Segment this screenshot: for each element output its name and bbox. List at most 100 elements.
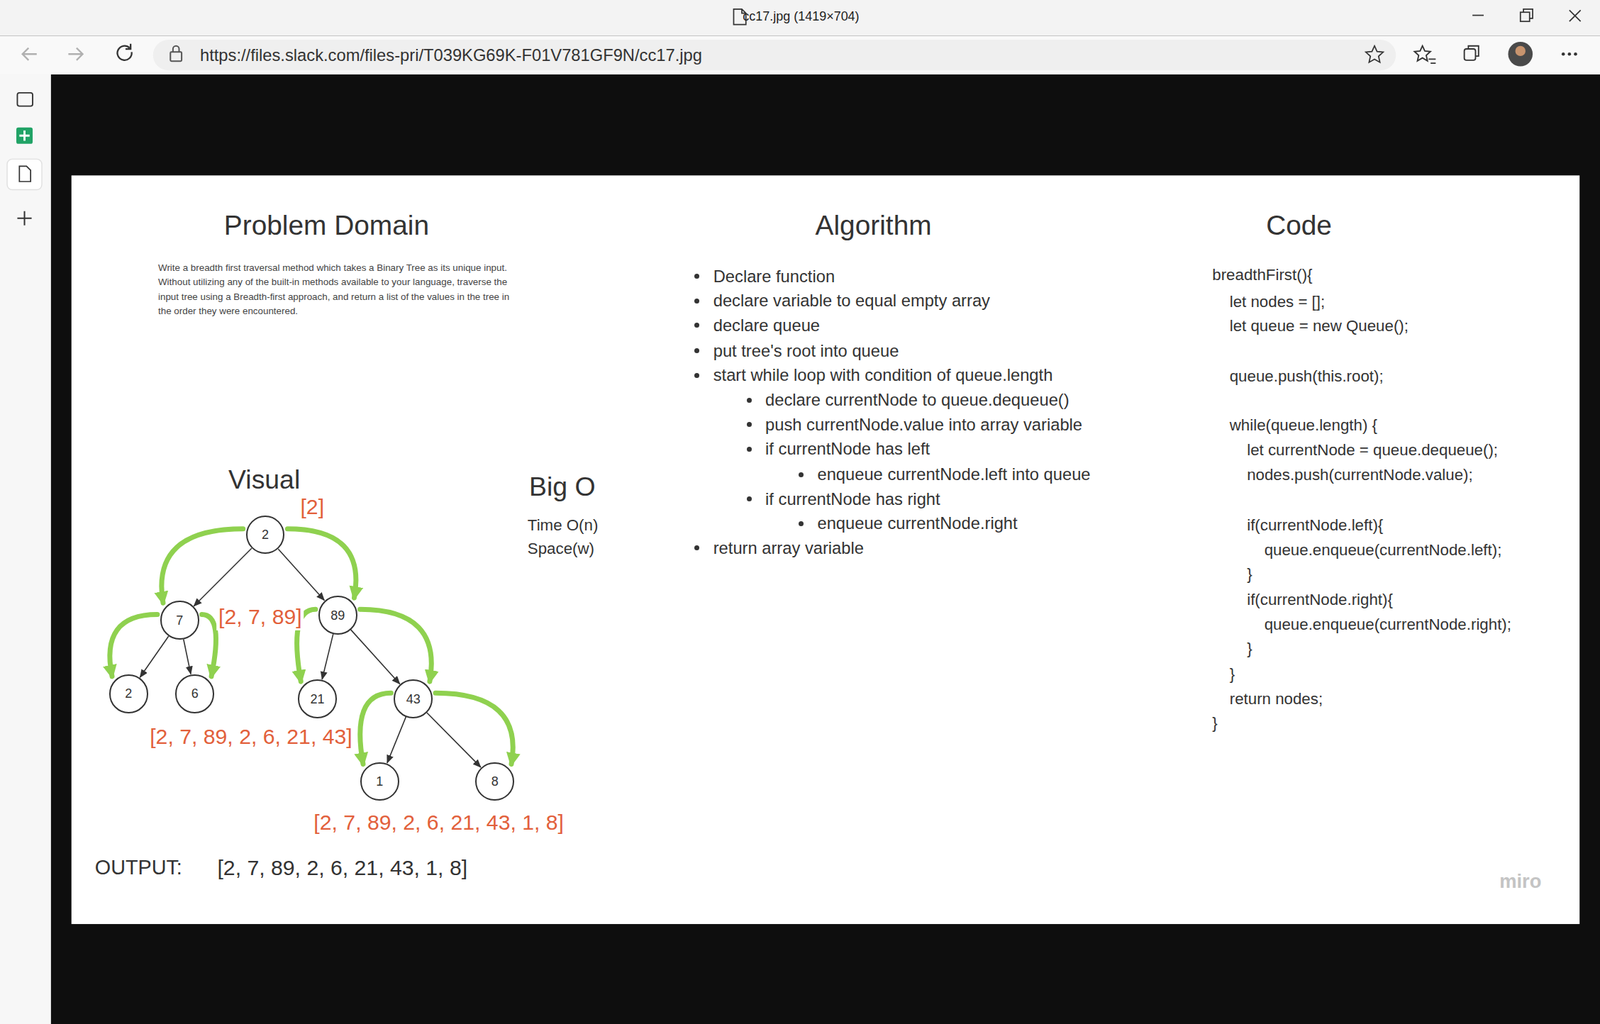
tree-edge	[321, 634, 334, 680]
traversal-step: [2, 7, 89, 2, 6, 21, 43, 1, 8]	[311, 809, 566, 836]
bullet-dot	[746, 397, 752, 403]
section-heading: Algorithm	[815, 209, 932, 243]
traversal-step: [2, 7, 89, 2, 6, 21, 43]	[147, 724, 354, 750]
tree-edge	[193, 548, 252, 606]
section-heading: Problem Domain	[224, 209, 430, 243]
title-bar	[0, 0, 1600, 36]
tree-edge	[351, 629, 400, 685]
tree-node: 2	[109, 674, 149, 714]
add-icon	[17, 211, 32, 226]
algorithm-step: push currentNode.value into array variab…	[765, 414, 1083, 435]
favorites-icon	[1414, 46, 1436, 64]
code-line: queue.enqueue(currentNode.right);	[1264, 614, 1512, 635]
node-value: 43	[406, 692, 421, 706]
node-value: 21	[309, 692, 325, 706]
code-line: let currentNode = queue.dequeue();	[1246, 440, 1498, 460]
problem-statement: Write a breadth first traversal method w…	[158, 260, 510, 319]
section-heading: Code	[1265, 209, 1332, 243]
document-icon	[19, 165, 31, 182]
output-value: [2, 7, 89, 2, 6, 21, 43, 1, 8]	[217, 855, 468, 881]
bullet-dot	[746, 496, 752, 502]
tree-node: 8	[475, 762, 515, 802]
code-line: let queue = new Queue();	[1229, 317, 1409, 337]
tree-node: 89	[318, 595, 358, 635]
section-heading: Visual	[228, 463, 300, 496]
code-line: queue.push(this.root);	[1229, 367, 1384, 387]
tab-title: cc17.jpg (1419×704)	[742, 9, 859, 26]
tree-node: 1	[360, 762, 400, 802]
tree-node: 6	[175, 674, 215, 714]
traversal-arrow	[360, 692, 392, 764]
code-line: }	[1212, 714, 1218, 734]
code-line: return nodes;	[1229, 689, 1323, 709]
app-icon-cross	[19, 130, 30, 141]
more-icon	[1561, 52, 1578, 57]
algorithm-step: if currentNode has left	[765, 439, 930, 459]
tree-edge	[139, 636, 169, 678]
code-line: let nodes = [];	[1229, 292, 1326, 313]
algorithm-step: declare currentNode to queue.dequeue()	[765, 390, 1070, 410]
traversal-arrow	[161, 529, 244, 603]
selected-tab	[7, 158, 42, 190]
code-line: nodes.push(currentNode.value);	[1246, 465, 1474, 486]
algorithm-step: if currentNode has right	[765, 488, 941, 509]
algorithm-step: start while loop with condition of queue…	[713, 365, 1054, 386]
app-icon	[16, 127, 33, 144]
tree-edge	[278, 548, 325, 600]
profile-face	[1515, 46, 1526, 57]
code-line: queue.enqueue(currentNode.left);	[1264, 540, 1503, 560]
forward-icon	[68, 48, 83, 61]
complexity-text: Space(w)	[527, 539, 595, 559]
sidebar	[0, 74, 52, 1024]
bullet-dot	[746, 446, 752, 452]
bullet-dot	[798, 472, 804, 478]
code-line: if(currentNode.left){	[1246, 516, 1383, 536]
viewer-background	[51, 74, 1600, 1024]
tree-node: 21	[297, 679, 337, 719]
traversal-arrow	[202, 614, 217, 677]
favorite-icon	[1365, 46, 1383, 63]
node-value: 7	[175, 614, 183, 627]
code-line: if(currentNode.right){	[1246, 590, 1393, 610]
collections-icon	[1464, 46, 1479, 61]
output-label: OUTPUT:	[95, 855, 183, 881]
minimize-icon	[1472, 14, 1484, 17]
traversal-arrow	[109, 614, 158, 677]
tree-edge	[426, 712, 481, 768]
bullet-dot	[746, 421, 752, 427]
node-value: 89	[330, 609, 345, 622]
algorithm-step: Declare function	[713, 266, 835, 287]
code-line: while(queue.length) {	[1229, 416, 1378, 436]
node-value: 2	[124, 687, 132, 700]
url-text: https://files.slack.com/files-pri/T039KG…	[200, 44, 703, 65]
toolbar	[0, 35, 1600, 75]
back-icon	[22, 48, 37, 61]
node-value: 6	[191, 687, 199, 700]
algorithm-step: put tree's root into queue	[713, 341, 900, 361]
tree-node: 7	[160, 600, 200, 640]
traversal-arrow	[360, 609, 432, 682]
section-heading: Big O	[529, 470, 596, 503]
close-icon	[1569, 9, 1581, 22]
tree-edge	[387, 717, 406, 764]
node-value: 2	[261, 528, 269, 542]
tab-icon	[17, 92, 33, 107]
code-line: }	[1229, 665, 1235, 685]
node-value: 8	[491, 775, 499, 788]
traversal-arrow	[435, 692, 513, 764]
algorithm-step: declare queue	[713, 315, 820, 336]
algorithm-step: enqueue currentNode.left into queue	[817, 464, 1091, 485]
watermark: miro	[1499, 870, 1542, 894]
tree-edge	[183, 639, 191, 675]
bullet-dot	[798, 521, 804, 527]
traversal-step: [2]	[297, 494, 327, 520]
code-line: }	[1246, 565, 1252, 585]
tree-node: 43	[393, 679, 433, 719]
algorithm-step: enqueue currentNode.right	[817, 513, 1018, 534]
algorithm-step: declare variable to equal empty array	[713, 290, 991, 311]
code-line: }	[1246, 639, 1252, 659]
algorithm-step: return array variable	[713, 537, 864, 558]
board-image	[71, 175, 1581, 925]
restore-icon	[1520, 9, 1533, 22]
address-field	[153, 39, 1396, 71]
